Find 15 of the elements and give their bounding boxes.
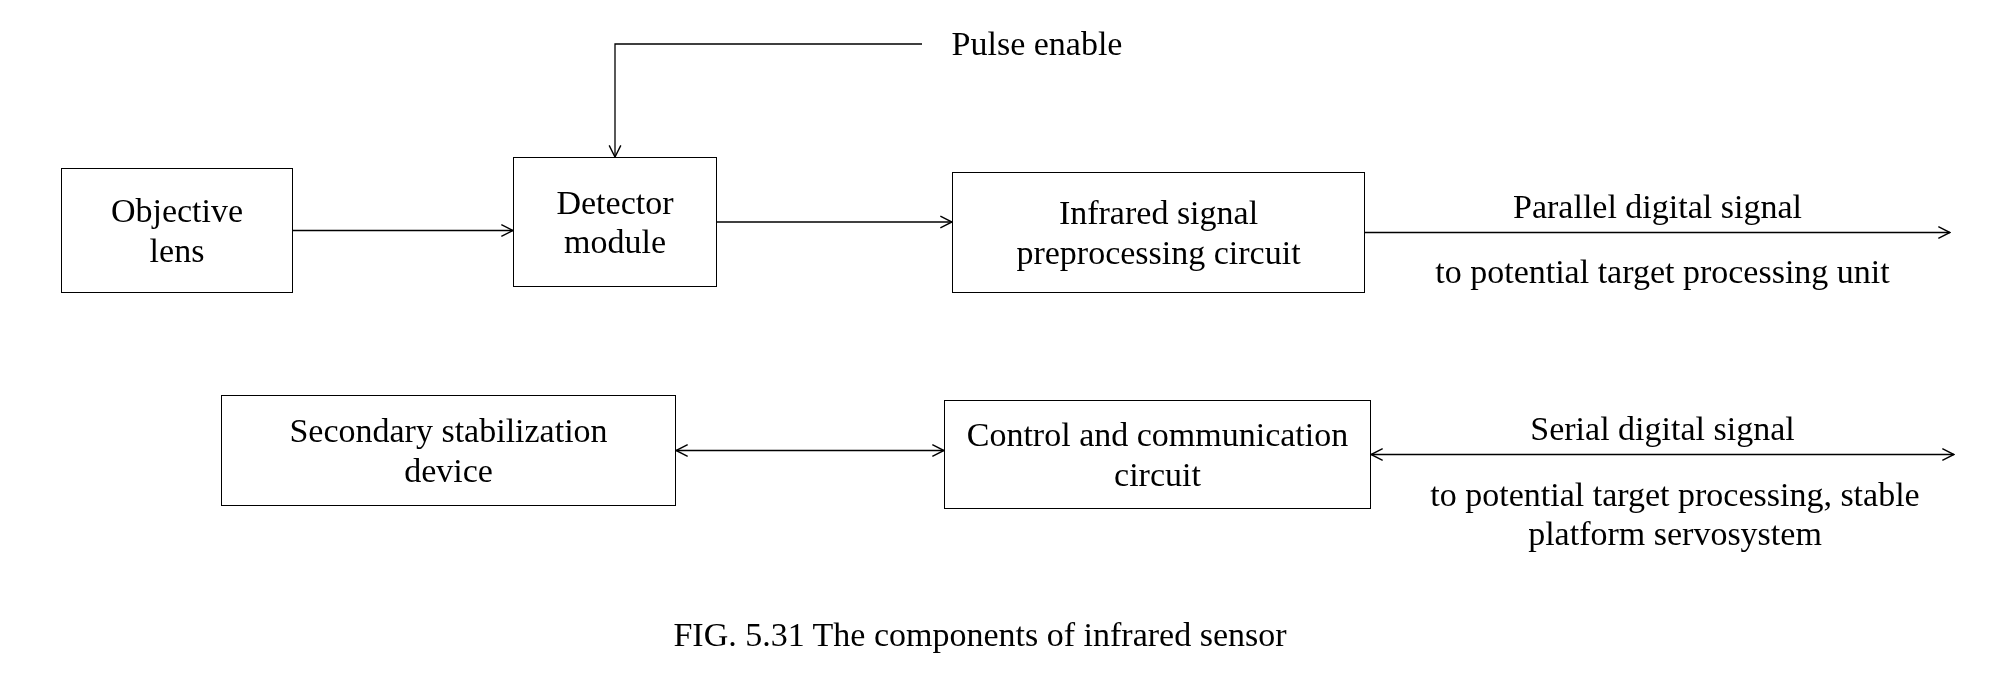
- process-box: Control and communication circuit: [944, 400, 1371, 509]
- arrow: [675, 443, 945, 458]
- arrow: [608, 43, 923, 158]
- arrow: [1364, 225, 1951, 240]
- arrow: [292, 223, 514, 238]
- process-box: Objective lens: [61, 168, 293, 293]
- signal-label: Pulse enable: [922, 22, 1152, 66]
- arrow: [1370, 447, 1955, 462]
- signal-label: to potential target processing unit: [1385, 250, 1940, 294]
- process-box: Infrared signal preprocessing circuit: [952, 172, 1365, 293]
- process-box: Detector module: [513, 157, 717, 287]
- signal-label: to potential target processing, stable platform servosystem: [1425, 472, 1925, 556]
- figure-caption: FIG. 5.31 The components of infrared sensor: [672, 615, 1288, 655]
- arrow: [716, 215, 953, 229]
- process-box: Secondary stabilization device: [221, 395, 676, 506]
